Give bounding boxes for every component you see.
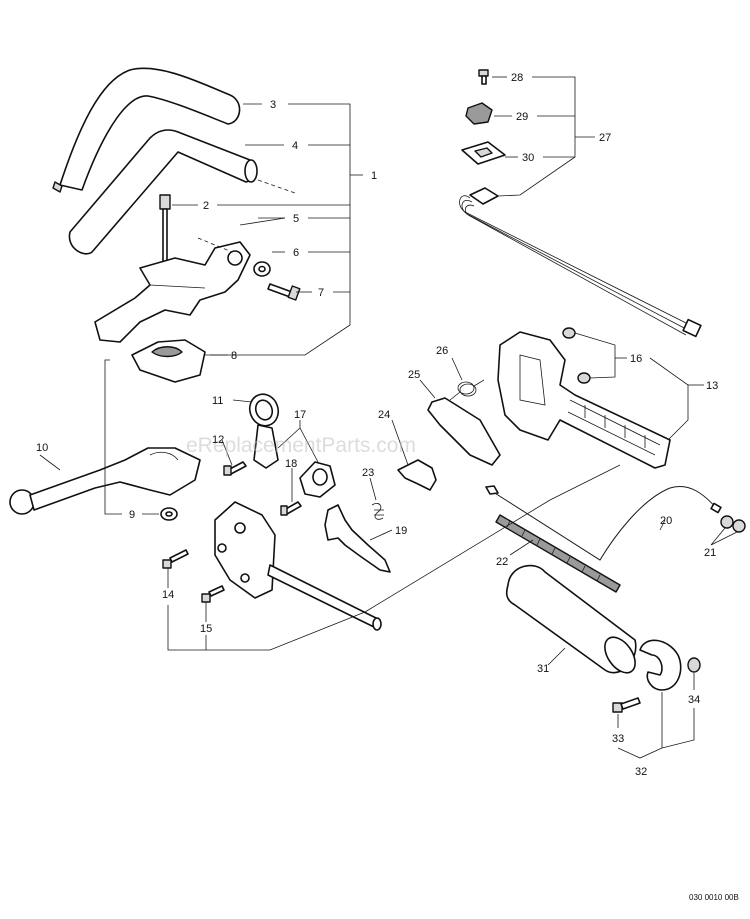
- screw-33-part[interactable]: [612, 697, 641, 713]
- screw-12-part[interactable]: [223, 461, 247, 476]
- foam-grip-part[interactable]: [505, 564, 642, 679]
- long-bolt-part[interactable]: [159, 194, 171, 265]
- callout-10: 10: [36, 442, 48, 454]
- callout-1: 1: [371, 170, 377, 182]
- screw-14-part[interactable]: [162, 549, 189, 569]
- screw-28-part[interactable]: [478, 69, 489, 85]
- leader-lines: [39, 76, 738, 759]
- rear-handle-part[interactable]: [497, 331, 671, 469]
- callout-32: 32: [635, 766, 647, 778]
- callout-27: 27: [599, 132, 611, 144]
- watermark: eReplacementParts.com: [186, 434, 416, 457]
- callout-18: 18: [285, 458, 297, 470]
- callout-26: 26: [436, 345, 448, 357]
- callout-15: 15: [200, 623, 212, 635]
- washer-part[interactable]: [253, 261, 271, 277]
- callout-25: 25: [408, 369, 420, 381]
- screw-15-part[interactable]: [201, 585, 225, 603]
- handle-clamp-bracket-part[interactable]: [94, 241, 251, 343]
- clamp-18-part[interactable]: [299, 461, 336, 498]
- callout-9: 9: [129, 509, 135, 521]
- callout-29: 29: [516, 111, 528, 123]
- nut-16a-part[interactable]: [562, 327, 576, 339]
- callout-12: 12: [212, 434, 224, 446]
- trigger-part[interactable]: [324, 504, 391, 573]
- nut-21a-part[interactable]: [720, 515, 734, 529]
- switch-29-part[interactable]: [465, 102, 493, 125]
- callout-3: 3: [270, 99, 276, 111]
- callout-4: 4: [292, 140, 298, 152]
- wire-harness-part[interactable]: [459, 187, 702, 338]
- callout-labels: 1 2 3 4 5 6 7 8 9 10 11 12 13 14 15 16 1…: [36, 72, 718, 778]
- throttle-cable-part[interactable]: [485, 485, 722, 561]
- callout-5: 5: [293, 213, 299, 225]
- drawing-code: 030 0010 00B: [689, 893, 739, 902]
- switch-lever-part[interactable]: [397, 459, 437, 491]
- callout-31: 31: [537, 663, 549, 675]
- callout-33: 33: [612, 733, 624, 745]
- callout-16: 16: [630, 353, 642, 365]
- callout-8: 8: [231, 350, 237, 362]
- grip-tube-part[interactable]: [68, 129, 258, 255]
- callout-14: 14: [162, 589, 174, 601]
- spiral-shaft-part[interactable]: [495, 514, 621, 593]
- throttle-housing-part[interactable]: [214, 501, 382, 631]
- callout-11: 11: [212, 395, 223, 407]
- clamp-axis-line: [197, 237, 233, 253]
- callout-24: 24: [378, 409, 390, 421]
- callout-7: 7: [318, 287, 324, 299]
- throttle-lever-part[interactable]: [9, 447, 201, 515]
- handle-bar-part[interactable]: [52, 67, 241, 193]
- callout-13: 13: [706, 380, 718, 392]
- torsion-spring-part[interactable]: [449, 379, 485, 401]
- lower-clamp-part[interactable]: [131, 339, 206, 383]
- callout-19: 19: [395, 525, 407, 537]
- bolt-7-part[interactable]: [267, 283, 301, 301]
- callout-6: 6: [293, 247, 299, 259]
- callout-2: 2: [203, 200, 209, 212]
- callout-22: 22: [496, 556, 508, 568]
- callout-20: 20: [660, 515, 672, 527]
- paddle-lever-part[interactable]: [427, 397, 501, 466]
- callout-17: 17: [294, 409, 306, 421]
- switch-plate-part[interactable]: [461, 141, 506, 165]
- screw-18-part[interactable]: [280, 501, 302, 516]
- spring-part[interactable]: [371, 503, 384, 520]
- grip-axis-line: [257, 179, 296, 194]
- callout-28: 28: [511, 72, 523, 84]
- nut-21b-part[interactable]: [732, 519, 746, 533]
- nut-34-part[interactable]: [687, 657, 701, 673]
- callout-34: 34: [688, 694, 700, 706]
- callout-21: 21: [704, 547, 716, 559]
- nut-16b-part[interactable]: [577, 372, 591, 384]
- callout-30: 30: [522, 152, 534, 164]
- nut-9-part[interactable]: [160, 507, 178, 521]
- clamp-ring-part[interactable]: [639, 639, 682, 691]
- callout-23: 23: [362, 467, 374, 479]
- ring-clip-part[interactable]: [245, 390, 282, 469]
